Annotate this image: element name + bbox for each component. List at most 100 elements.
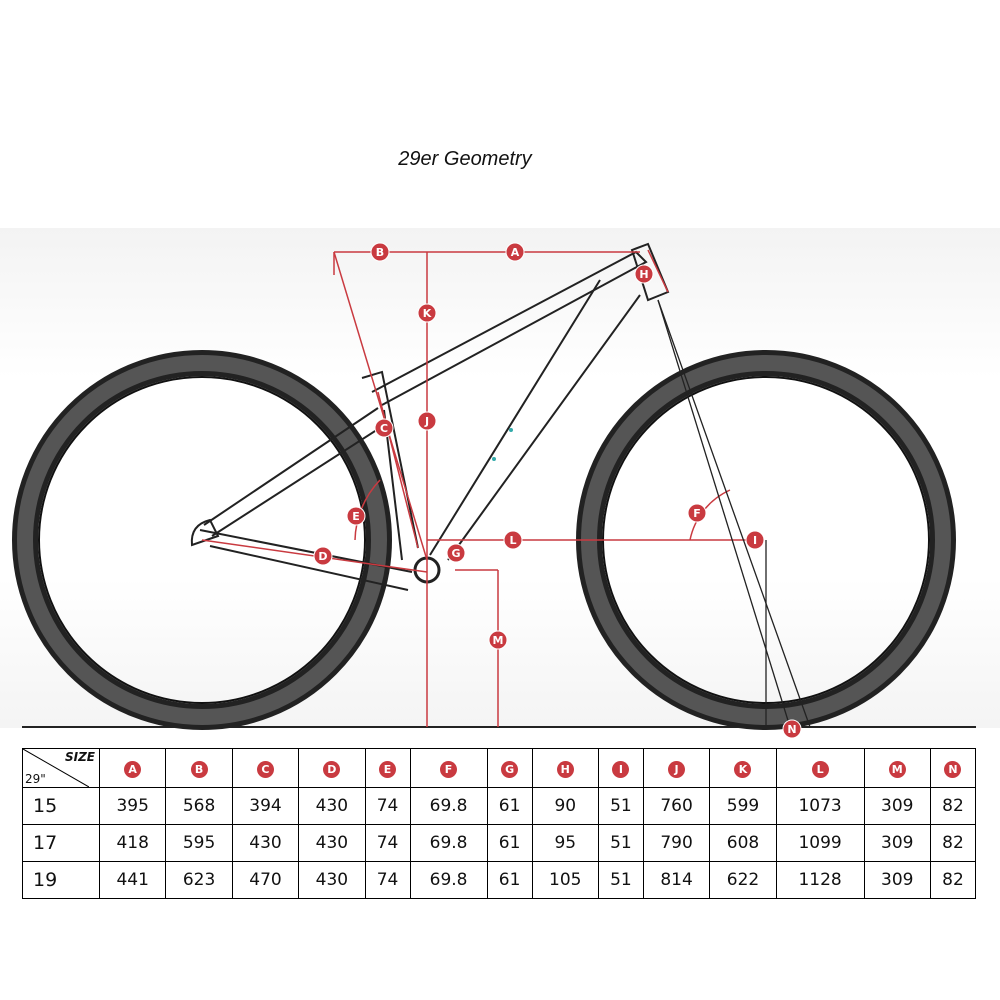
value-cell: 441	[98, 861, 167, 899]
value-cell: 599	[709, 787, 777, 825]
svg-text:D: D	[318, 550, 327, 563]
value-cell: 61	[486, 787, 533, 825]
svg-text:E: E	[352, 510, 360, 523]
column-header-l: L	[775, 748, 865, 788]
value-cell: 418	[98, 824, 167, 862]
size-cell: 17	[22, 824, 100, 862]
value-cell: 1099	[775, 824, 865, 862]
diagram-badge-a: A	[505, 242, 525, 262]
diagram-badge-f: F	[687, 503, 707, 523]
value-cell: 61	[486, 861, 533, 899]
size-corner-cell: SIZE 29"	[22, 748, 100, 788]
svg-text:I: I	[753, 534, 757, 547]
column-badge: G	[501, 761, 519, 778]
size-cell: 15	[22, 787, 100, 825]
svg-text:N: N	[787, 723, 796, 736]
value-cell: 568	[165, 787, 233, 825]
column-header-b: B	[165, 748, 233, 788]
column-header-d: D	[298, 748, 366, 788]
diagram-badge-j: J	[417, 411, 437, 431]
value-cell: 608	[709, 824, 777, 862]
svg-text:F: F	[693, 507, 701, 520]
value-cell: 309	[863, 861, 931, 899]
column-badge: D	[323, 761, 341, 778]
page-title: 29er Geometry	[398, 148, 532, 170]
svg-text:L: L	[509, 534, 516, 547]
value-cell: 61	[486, 824, 533, 862]
value-cell: 90	[531, 787, 599, 825]
diagram-badge-l: L	[503, 530, 523, 550]
value-cell: 51	[597, 861, 644, 899]
svg-text:H: H	[639, 268, 648, 281]
value-cell: 430	[231, 824, 300, 862]
value-cell: 790	[642, 824, 711, 862]
size-label: SIZE	[64, 750, 95, 764]
svg-text:J: J	[424, 415, 429, 428]
value-cell: 760	[642, 787, 711, 825]
svg-text:A: A	[511, 246, 520, 259]
value-cell: 69.8	[409, 787, 488, 825]
column-badge: F	[440, 761, 458, 778]
column-header-f: F	[409, 748, 488, 788]
value-cell: 1073	[775, 787, 865, 825]
column-badge: E	[379, 761, 397, 778]
value-cell: 82	[929, 824, 977, 862]
corner-diagonal	[23, 749, 89, 787]
svg-text:G: G	[451, 547, 460, 560]
diagram-badge-d: D	[313, 546, 333, 566]
diagram-badge-n: N	[782, 719, 802, 739]
column-header-a: A	[98, 748, 167, 788]
value-cell: 95	[531, 824, 599, 862]
column-badge: H	[556, 761, 574, 778]
column-badge: L	[811, 761, 829, 778]
value-cell: 82	[929, 861, 977, 899]
svg-text:C: C	[380, 422, 388, 435]
column-badge: N	[944, 761, 962, 778]
diagram-badge-e: E	[346, 506, 366, 526]
column-header-h: H	[531, 748, 599, 788]
column-header-n: N	[929, 748, 977, 788]
value-cell: 622	[709, 861, 777, 899]
value-cell: 105	[531, 861, 599, 899]
value-cell: 51	[597, 824, 644, 862]
steering-lines	[657, 299, 811, 728]
wheel-size-label: 29"	[25, 772, 46, 786]
diagram-badge-g: G	[446, 543, 466, 563]
value-cell: 69.8	[409, 861, 488, 899]
value-cell: 74	[364, 824, 411, 862]
value-cell: 430	[298, 861, 366, 899]
value-cell: 309	[863, 787, 931, 825]
column-header-c: C	[231, 748, 300, 788]
column-header-m: M	[863, 748, 931, 788]
value-cell: 430	[298, 787, 366, 825]
column-header-g: G	[486, 748, 533, 788]
value-cell: 51	[597, 787, 644, 825]
value-cell: 309	[863, 824, 931, 862]
column-badge: A	[124, 761, 142, 778]
diagram-badge-b: B	[370, 242, 390, 262]
size-cell: 19	[22, 861, 100, 899]
value-cell: 395	[98, 787, 167, 825]
value-cell: 1128	[775, 861, 865, 899]
column-header-i: I	[597, 748, 644, 788]
value-cell: 394	[231, 787, 300, 825]
svg-text:B: B	[376, 246, 384, 259]
diagram-badge-h: H	[634, 264, 654, 284]
diagram-badge-c: C	[374, 418, 394, 438]
column-header-e: E	[364, 748, 411, 788]
column-badge: M	[888, 761, 906, 778]
value-cell: 430	[298, 824, 366, 862]
value-cell: 82	[929, 787, 977, 825]
bottle-boss	[509, 428, 513, 432]
bottle-boss	[492, 457, 496, 461]
value-cell: 623	[165, 861, 233, 899]
svg-text:M: M	[493, 634, 504, 647]
column-badge: C	[256, 761, 274, 778]
